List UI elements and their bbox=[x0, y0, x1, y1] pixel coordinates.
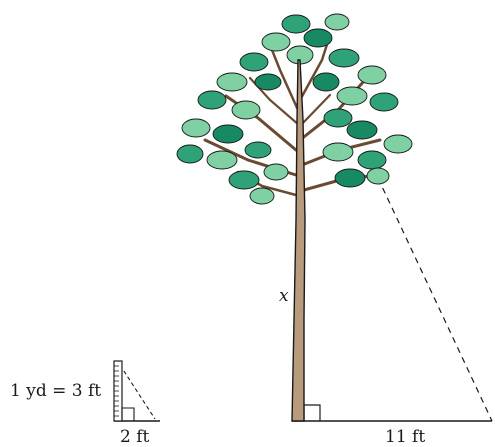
ruler-right-angle-mark bbox=[121, 407, 135, 421]
tree-height-label: x bbox=[279, 286, 289, 306]
ruler-sun-ray bbox=[119, 364, 156, 420]
yardstick bbox=[113, 360, 123, 422]
tree-shadow-label: 11 ft bbox=[385, 427, 425, 447]
tree-sun-ray bbox=[377, 177, 493, 422]
tree-trunk bbox=[291, 59, 306, 422]
tree-foliage bbox=[176, 13, 413, 205]
ruler-shadow-label: 2 ft bbox=[120, 427, 150, 447]
ruler-height-label: 1 yd = 3 ft bbox=[10, 381, 101, 401]
tree-right-angle-mark bbox=[303, 404, 321, 421]
